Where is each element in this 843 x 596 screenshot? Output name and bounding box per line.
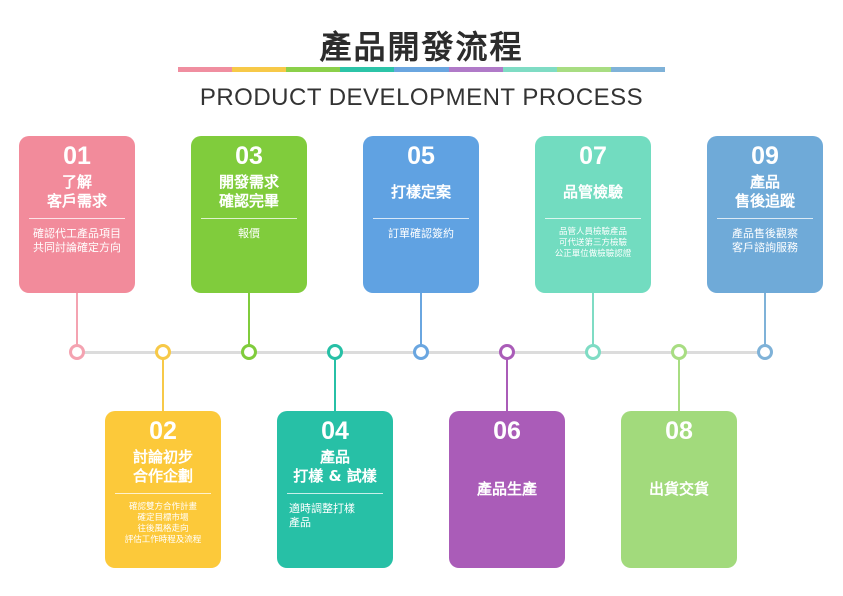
timeline-dot (757, 344, 773, 360)
step-description: 確認雙方合作計畫 確定目標市場 往後風格走向 評估工作時程及流程 (124, 502, 202, 545)
step-connector (162, 352, 164, 411)
step-title: 產品 售後追蹤 (734, 173, 795, 210)
step-divider (201, 218, 297, 219)
step-number: 08 (665, 417, 693, 445)
title-underline-segment (610, 67, 665, 72)
step-number: 07 (579, 142, 607, 170)
step-connector (76, 293, 78, 352)
page-title: 產品開發流程 (319, 28, 524, 66)
step-connector (764, 293, 766, 352)
step-connector (248, 293, 250, 352)
step-number: 01 (63, 142, 91, 170)
step-card-06: 06 產品生產 (449, 411, 565, 568)
step-connector (678, 352, 680, 411)
step-description: 訂單確認簽約 (388, 227, 454, 240)
timeline-dot (671, 344, 687, 360)
title-underline-segment (232, 67, 287, 72)
step-card-05: 05 打樣定案 訂單確認簽約 (363, 136, 479, 293)
title-underline-segment (286, 67, 341, 72)
title-underline (178, 67, 665, 72)
step-card-04: 04 產品 打樣 & 試樣 適時調整打樣 產品 (277, 411, 393, 568)
title-underline-segment (448, 67, 503, 72)
step-card-07: 07 品管檢驗 品管人員檢驗產品 可代送第三方檢驗 公正單位做檢驗認證 (535, 136, 651, 293)
step-divider (287, 493, 383, 494)
step-title: 打樣定案 (390, 182, 451, 201)
step-card-02: 02 討論初步 合作企劃 確認雙方合作計畫 確定目標市場 往後風格走向 評估工作… (105, 411, 221, 568)
step-number: 03 (235, 142, 263, 170)
step-description: 適時調整打樣 產品 (289, 502, 355, 529)
step-description: 產品售後觀察 客戶諮詢服務 (732, 227, 798, 254)
timeline-dot (241, 344, 257, 360)
step-description: 確認代工產品項目 共同討論確定方向 (33, 227, 121, 254)
title-underline-segment (340, 67, 395, 72)
step-title: 產品生產 (476, 479, 537, 498)
page-subtitle: PRODUCT DEVELOPMENT PROCESS (199, 84, 644, 111)
timeline-dot (155, 344, 171, 360)
step-divider (373, 218, 469, 219)
step-number: 06 (493, 417, 521, 445)
timeline-dot (327, 344, 343, 360)
step-title: 產品 打樣 & 試樣 (293, 448, 377, 485)
timeline-dot (69, 344, 85, 360)
step-description: 報價 (238, 227, 260, 240)
step-title: 出貨交貨 (648, 479, 709, 498)
step-title: 討論初步 合作企劃 (132, 448, 193, 485)
timeline-dot (585, 344, 601, 360)
step-connector (420, 293, 422, 352)
title-underline-segment (178, 67, 233, 72)
step-divider (115, 493, 211, 494)
step-number: 09 (751, 142, 779, 170)
title-underline-segment (502, 67, 557, 72)
timeline-dot (413, 344, 429, 360)
step-divider (545, 218, 641, 219)
step-card-08: 08 出貨交貨 (621, 411, 737, 568)
step-divider (717, 218, 813, 219)
step-description: 品管人員檢驗產品 可代送第三方檢驗 公正單位做檢驗認證 (554, 227, 632, 259)
step-card-01: 01 了解 客戶需求 確認代工產品項目 共同討論確定方向 (19, 136, 135, 293)
title-underline-segment (556, 67, 611, 72)
step-connector (334, 352, 336, 411)
step-title: 品管檢驗 (562, 182, 623, 201)
step-card-03: 03 開發需求 確認完畢 報價 (191, 136, 307, 293)
step-title: 開發需求 確認完畢 (218, 173, 279, 210)
step-divider (29, 218, 125, 219)
step-number: 04 (321, 417, 349, 445)
step-connector (592, 293, 594, 352)
step-number: 02 (149, 417, 177, 445)
step-card-09: 09 產品 售後追蹤 產品售後觀察 客戶諮詢服務 (707, 136, 823, 293)
timeline-dot (499, 344, 515, 360)
step-number: 05 (407, 142, 435, 170)
step-connector (506, 352, 508, 411)
title-underline-segment (394, 67, 449, 72)
step-title: 了解 客戶需求 (46, 173, 107, 210)
